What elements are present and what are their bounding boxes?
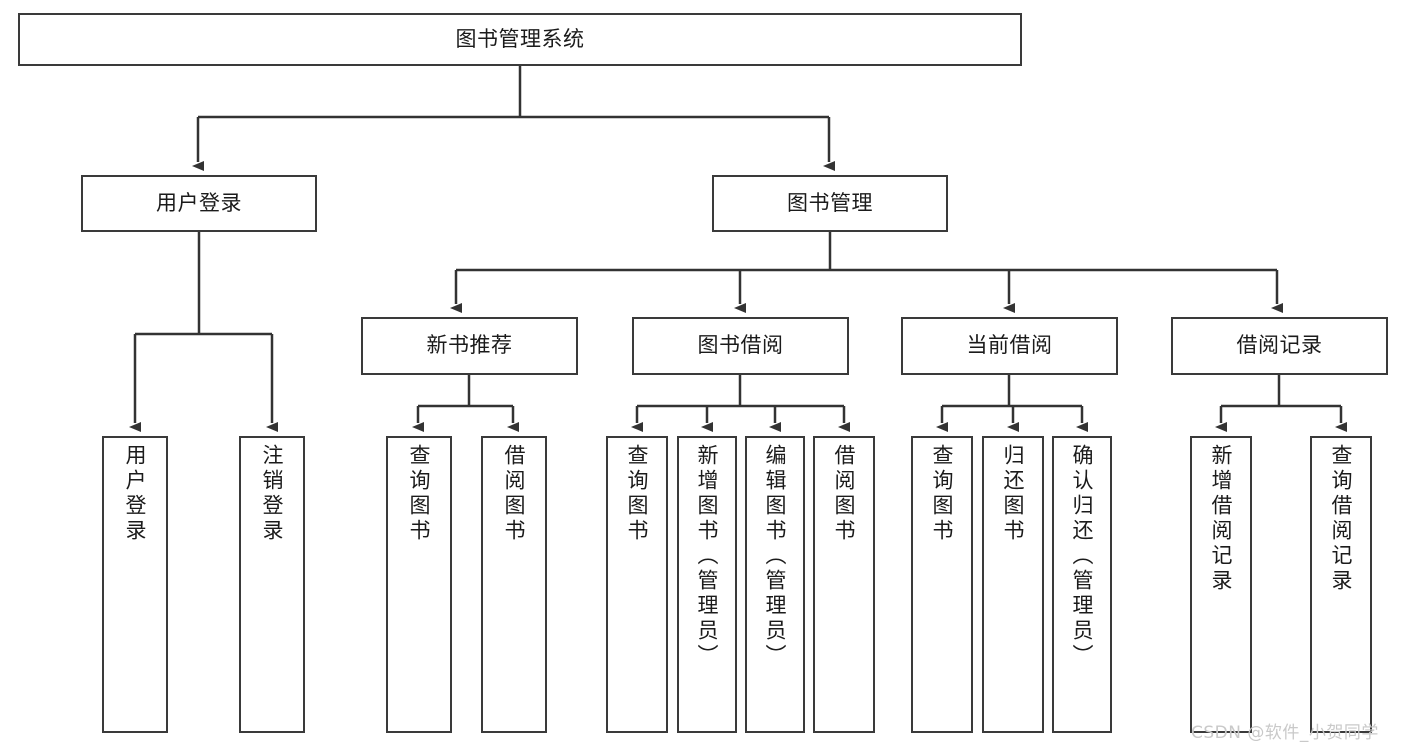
node-leaf-query-book-2-label: 查询图书 [625,444,650,544]
node-leaf-add-borrow-record-label: 新增借阅记录 [1209,444,1234,594]
node-leaf-borrow-book-1[interactable]: 借阅图书 [481,436,547,733]
node-leaf-user-login-label: 用户登录 [123,444,148,544]
node-leaf-borrow-book-1-label: 借阅图书 [502,444,527,544]
node-leaf-return-book[interactable]: 归还图书 [982,436,1044,733]
node-leaf-edit-book-admin-label: 编辑图书（管理员） [763,444,788,669]
node-borrow-record[interactable]: 借阅记录 [1171,317,1388,375]
node-current-borrow-label: 当前借阅 [966,333,1053,358]
node-borrow-record-label: 借阅记录 [1236,333,1323,358]
node-leaf-logout-login[interactable]: 注销登录 [239,436,305,733]
node-book-borrow[interactable]: 图书借阅 [632,317,849,375]
node-user-login-label: 用户登录 [156,190,242,215]
node-leaf-borrow-book-2-label: 借阅图书 [832,444,857,544]
csdn-watermark: CSDN @软件_小贺同学 [1191,723,1379,743]
node-leaf-user-login[interactable]: 用户登录 [102,436,168,733]
node-leaf-confirm-return-admin[interactable]: 确认归还（管理员） [1052,436,1112,733]
node-leaf-query-book-3[interactable]: 查询图书 [911,436,973,733]
node-book-management-label: 图书管理 [787,190,873,215]
node-leaf-query-book-1-label: 查询图书 [407,444,432,544]
node-root-label: 图书管理系统 [455,26,585,51]
node-user-login[interactable]: 用户登录 [81,175,317,232]
node-leaf-query-book-3-label: 查询图书 [930,444,955,544]
node-leaf-edit-book-admin[interactable]: 编辑图书（管理员） [745,436,805,733]
node-leaf-add-book-admin[interactable]: 新增图书（管理员） [677,436,737,733]
node-leaf-confirm-return-admin-label: 确认归还（管理员） [1070,444,1095,669]
node-leaf-query-book-1[interactable]: 查询图书 [386,436,452,733]
node-current-borrow[interactable]: 当前借阅 [901,317,1118,375]
node-book-management[interactable]: 图书管理 [712,175,948,232]
node-leaf-add-borrow-record[interactable]: 新增借阅记录 [1190,436,1252,733]
node-leaf-query-borrow-record-label: 查询借阅记录 [1329,444,1354,594]
node-leaf-logout-login-label: 注销登录 [260,444,285,544]
node-leaf-query-book-2[interactable]: 查询图书 [606,436,668,733]
node-leaf-add-book-admin-label: 新增图书（管理员） [695,444,720,669]
node-new-book-recommend[interactable]: 新书推荐 [361,317,578,375]
node-root[interactable]: 图书管理系统 [18,13,1022,66]
node-leaf-borrow-book-2[interactable]: 借阅图书 [813,436,875,733]
node-new-book-recommend-label: 新书推荐 [426,333,513,358]
node-leaf-return-book-label: 归还图书 [1001,444,1026,544]
node-leaf-query-borrow-record[interactable]: 查询借阅记录 [1310,436,1372,733]
node-book-borrow-label: 图书借阅 [697,333,784,358]
